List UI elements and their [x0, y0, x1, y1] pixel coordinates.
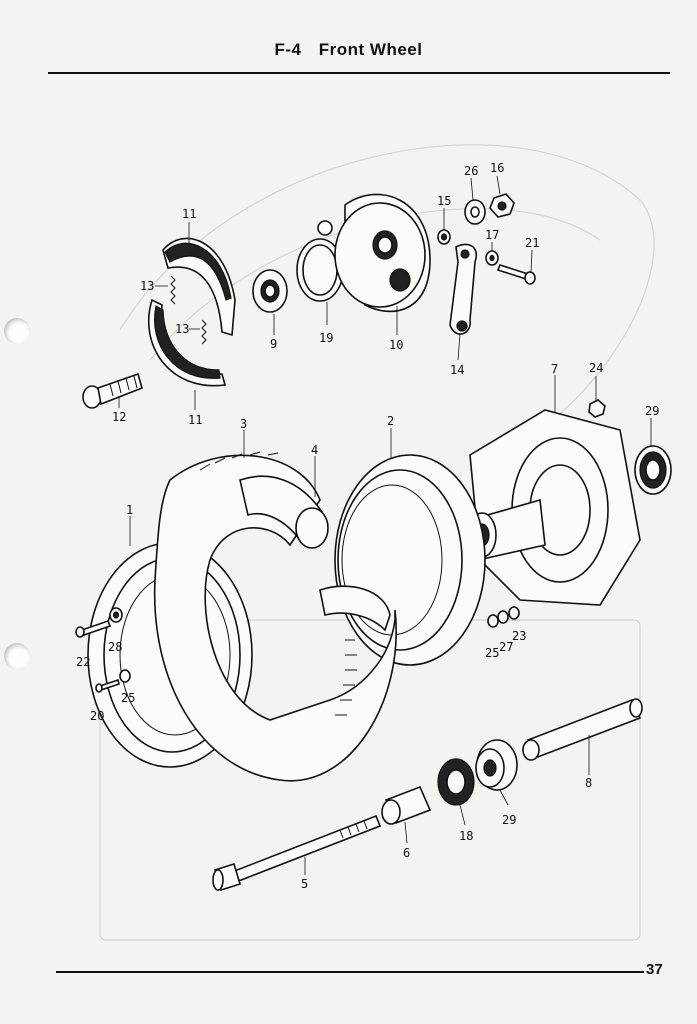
callout-28: 28	[108, 640, 122, 654]
binder-hole-top	[4, 318, 30, 344]
bearing-29-lower	[475, 739, 518, 791]
callout-13-lower: 13	[175, 322, 189, 336]
footer-rule	[56, 971, 644, 973]
collar-6	[381, 785, 432, 825]
front-axle	[212, 814, 382, 892]
washer-15	[437, 229, 451, 245]
speedometer-gear	[252, 269, 288, 313]
callout-7: 7	[551, 362, 558, 376]
brake-drum	[334, 454, 486, 666]
page-title: F-4 Front Wheel	[0, 40, 697, 60]
brake-spring-upper	[170, 275, 176, 305]
leader-lines	[118, 175, 652, 875]
callout-11-lower: 11	[188, 413, 202, 427]
callout-16: 16	[490, 161, 504, 175]
callout-12: 12	[112, 410, 126, 424]
nut-16	[489, 193, 515, 218]
binder-hole-bottom	[4, 643, 30, 669]
callout-23: 23	[512, 629, 526, 643]
brake-panel	[317, 193, 431, 313]
callout-27: 27	[499, 640, 513, 654]
callout-24: 24	[589, 361, 603, 375]
section-title: Front Wheel	[318, 40, 423, 59]
callout-25-rim: 25	[121, 691, 135, 705]
callout-6: 6	[403, 846, 410, 860]
dust-seal-18	[437, 758, 475, 806]
washer-26	[464, 199, 486, 225]
section-code: F-4	[274, 40, 302, 59]
callout-29-upper: 29	[645, 404, 659, 418]
washer-28	[109, 607, 123, 623]
callout-5: 5	[301, 877, 308, 891]
header-rule	[48, 72, 670, 74]
bolt-21	[496, 264, 536, 285]
callout-15: 15	[437, 194, 451, 208]
callout-17: 17	[485, 228, 499, 242]
bearing-29-upper	[634, 445, 672, 495]
wheel-hub	[467, 409, 641, 606]
callout-3: 3	[240, 417, 247, 431]
hub-spacer-tube	[522, 698, 643, 761]
callout-13-upper: 13	[140, 279, 154, 293]
callout-2: 2	[387, 414, 394, 428]
washer-25-rim	[119, 669, 131, 683]
callout-25-hub: 25	[485, 646, 499, 660]
callout-11-upper: 11	[182, 207, 196, 221]
brake-arm	[449, 243, 477, 335]
brake-spring-lower	[201, 319, 207, 345]
brake-cam	[82, 372, 143, 409]
callout-21: 21	[525, 236, 539, 250]
callout-18: 18	[459, 829, 473, 843]
panel-seal-ring	[296, 238, 344, 302]
callout-9: 9	[270, 337, 277, 351]
callout-14: 14	[450, 363, 464, 377]
washer-set-hub	[487, 606, 520, 628]
callout-19: 19	[319, 331, 333, 345]
callout-8: 8	[585, 776, 592, 790]
callout-4: 4	[311, 443, 318, 457]
callout-20: 20	[90, 709, 104, 723]
callout-1: 1	[126, 503, 133, 517]
brake-shoe-lower	[147, 298, 227, 387]
rim-bolt-20	[95, 678, 120, 693]
callout-26: 26	[464, 164, 478, 178]
tire	[153, 451, 397, 782]
washer-17	[485, 250, 499, 266]
callout-labels: 1 2 3 4 5 6 7 8 9 10 11 11 12 13 13 14 1…	[76, 161, 659, 891]
callout-29-lower: 29	[502, 813, 516, 827]
callout-22: 22	[76, 655, 90, 669]
callout-10: 10	[389, 338, 403, 352]
inner-tube	[239, 475, 391, 632]
nut-24	[588, 399, 606, 418]
page-number: 37	[646, 961, 663, 978]
rim-bolt-22	[75, 619, 112, 638]
